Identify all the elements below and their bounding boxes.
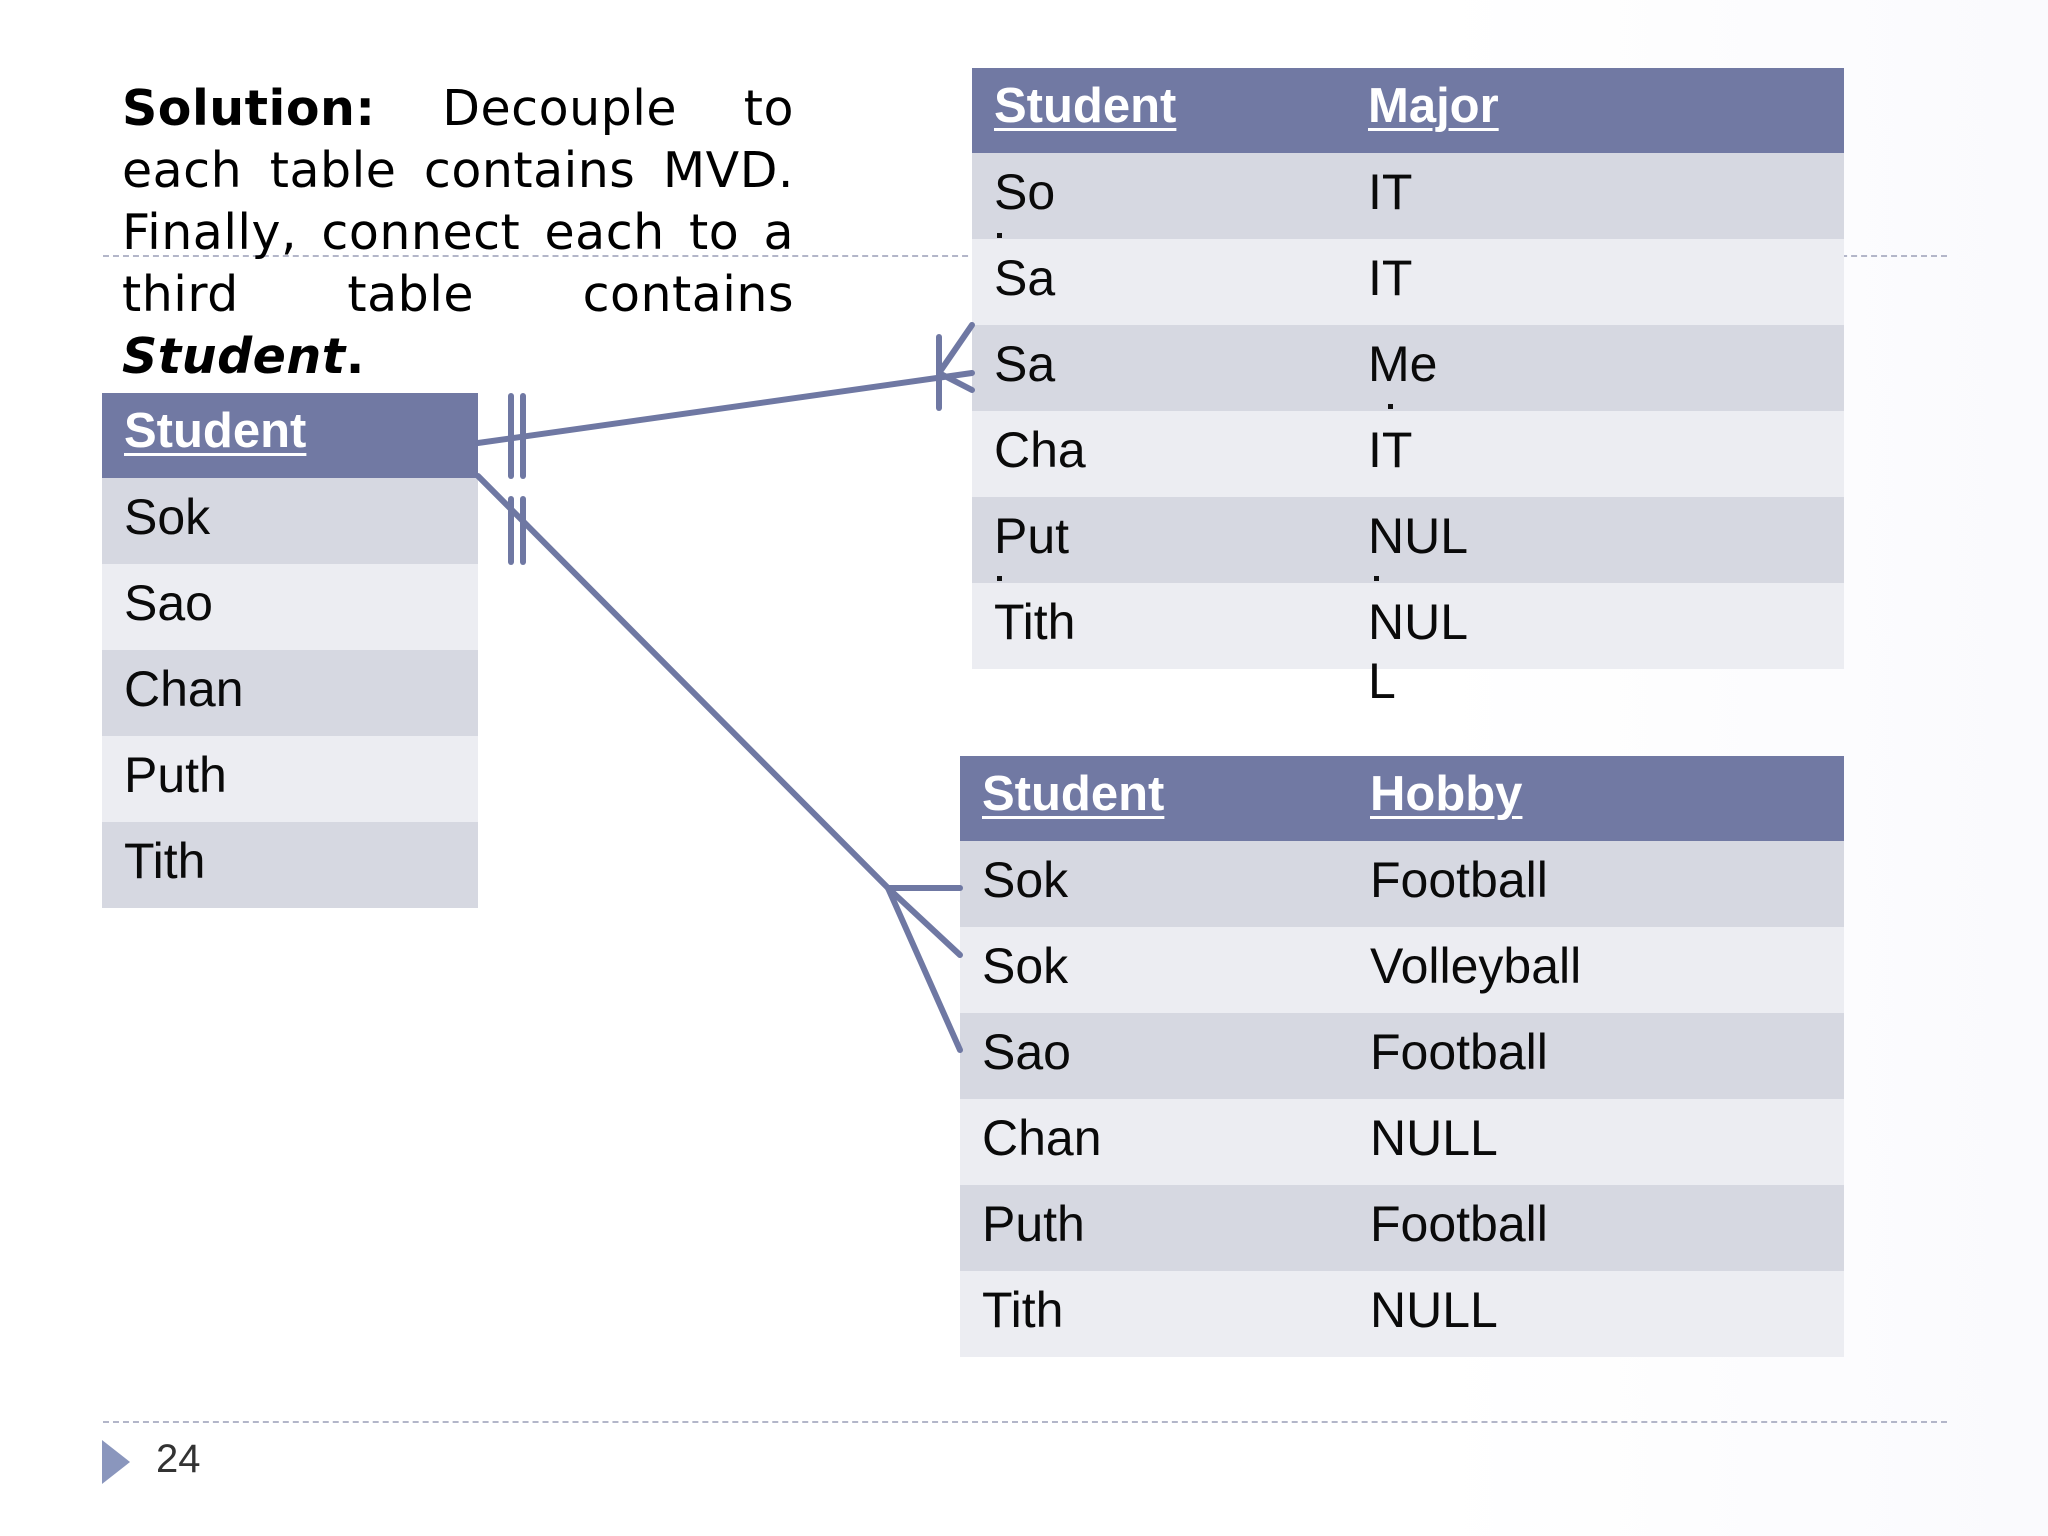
hobby-cell: Football [1370,1196,1548,1252]
major-column-header: Major [1368,79,1499,133]
table-row: Sok [102,478,478,564]
student-cell: Tith [982,1282,1064,1338]
table-row: So IT [972,153,1844,239]
solution-emphasis: Student [122,328,346,385]
student-cell: Sao [124,575,213,631]
student-cell: Chan [124,661,244,717]
table-row: Tith [102,822,478,908]
student-cell: So [994,164,1056,220]
hobby-cell: Volleyball [1370,938,1582,994]
student-cell: Puth [982,1196,1085,1252]
table-row: Chan [102,650,478,736]
student-cell: Chan [982,1110,1102,1166]
student-column-header: Student [124,404,307,458]
major-cell: IT [1368,422,1413,478]
table-row: Sao Football [960,1013,1844,1099]
major-cell: IT [1368,250,1413,306]
student-cell: Tith [994,594,1076,650]
table-row: Sa IT [972,239,1844,325]
hobby-table-header: Student Hobby [960,756,1844,841]
table-row: Sok Football [960,841,1844,927]
student-cell: Sa [994,336,1056,392]
page-number: 24 [156,1437,201,1481]
table-row: Puth Football [960,1185,1844,1271]
student-column-header: Student [994,79,1177,133]
student-major-table: Student Major So IT Sa IT Sa Me Cha IT P… [972,68,1844,669]
student-cell: Sok [982,852,1069,908]
table-row: Cha IT [972,411,1844,497]
student-table: Student Sok Sao Chan Puth Tith [102,393,478,908]
hobby-cell: Football [1370,852,1548,908]
student-cell: Put [994,508,1070,564]
major-table-header: Student Major [972,68,1844,153]
major-cell: Me [1368,336,1438,392]
overflow-dot [997,576,1002,581]
solution-text: Decouple to each table contains MVD. Fin… [122,80,794,323]
overflow-dot [1388,404,1393,409]
table-row: Put NUL [972,497,1844,583]
table-row: Puth [102,736,478,822]
bottom-dashed-rule [103,1421,1947,1423]
hobby-cell: Football [1370,1024,1548,1080]
major-cell: NUL [1368,594,1469,650]
hobby-cell: NULL [1370,1110,1498,1166]
table-row: Sok Volleyball [960,927,1844,1013]
solution-period: . [345,328,365,385]
overflow-dot [997,233,1002,238]
table-row: Tith NULL [960,1271,1844,1357]
student-table-header: Student [102,393,478,478]
footer-triangle-icon [102,1440,130,1484]
student-cell: Sa [994,250,1056,306]
student-cell: Cha [994,422,1086,478]
student-cell: Sok [982,938,1069,994]
table-row: Sa Me [972,325,1844,411]
student-cell: Sok [124,489,211,545]
major-cell: NUL [1368,508,1469,564]
major-cell-overflow: L [1368,653,1396,709]
student-hobby-table: Student Hobby Sok Football Sok Volleybal… [960,756,1844,1357]
hobby-column-header: Hobby [1370,767,1523,821]
table-row: Sao [102,564,478,650]
major-cell: IT [1368,164,1413,220]
student-column-header: Student [982,767,1165,821]
table-row: Tith NUL [972,583,1844,669]
overflow-dot [1374,576,1379,581]
table-row: Chan NULL [960,1099,1844,1185]
student-cell: Sao [982,1024,1071,1080]
solution-paragraph: Solution: Decouple to each table contain… [122,78,794,388]
hobby-cell: NULL [1370,1282,1498,1338]
student-cell: Puth [124,747,227,803]
student-cell: Tith [124,833,206,889]
solution-label: Solution: [122,80,376,137]
